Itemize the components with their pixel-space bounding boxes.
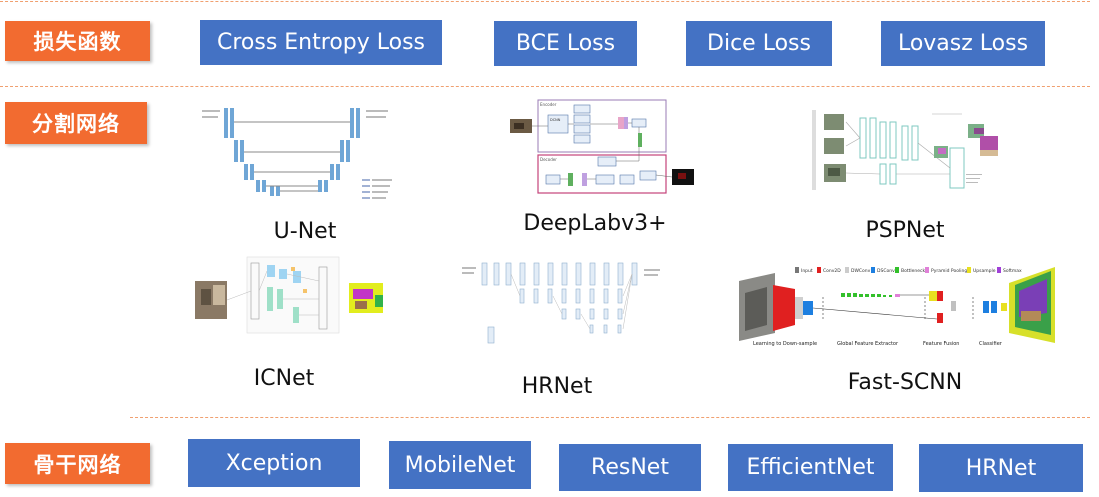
hrnet-seg-caption: HRNet	[521, 374, 593, 399]
deeplab-dcnn-label: DCNN	[550, 118, 561, 122]
legend-input: Input	[801, 268, 813, 274]
legend-pyramid-pooling: Pyramid Pooling	[931, 268, 967, 274]
legend-conv2d: Conv2D	[823, 268, 841, 274]
fastscnn-caption: Fast-SCNN	[847, 370, 963, 395]
legend-dsconv: DSConv	[877, 268, 895, 274]
seg-divider	[130, 417, 1090, 418]
top-divider	[0, 1, 1090, 2]
legend-softmax: Softmax	[1003, 268, 1022, 274]
legend-bottleneck: Bottleneck	[901, 268, 925, 274]
pspnet-caption: PSPNet	[865, 218, 945, 243]
legend-dwconv: DWConv	[851, 268, 871, 274]
backbone-item-efficientnet: EfficientNet	[728, 444, 893, 491]
stage-feature-fusion: Feature Fusion	[923, 341, 959, 347]
unet-caption: U-Net	[273, 219, 337, 244]
deeplabv3plus-diagram: Encoder Decoder DCNN	[508, 97, 698, 197]
loss-item-dice: Dice Loss	[686, 21, 832, 66]
loss-item-bce: BCE Loss	[494, 21, 637, 66]
backbone-category-label: 骨干网络	[5, 443, 150, 484]
fastscnn-diagram: Input Conv2D DWConv DSConv Bottleneck Py…	[737, 263, 1067, 349]
loss-category-label: 损失函数	[5, 21, 150, 61]
hrnet-seg-diagram	[460, 255, 670, 355]
backbone-item-mobilenet: MobileNet	[389, 441, 531, 489]
deeplab-decoder-label: Decoder	[540, 157, 557, 162]
backbone-item-resnet: ResNet	[559, 444, 701, 491]
legend-upsample: Upsample	[973, 268, 996, 274]
backbone-item-xception: Xception	[188, 439, 360, 487]
stage-global-feature-extractor: Global Feature Extractor	[837, 341, 899, 347]
loss-item-lovasz: Lovasz Loss	[881, 21, 1045, 66]
deeplab-encoder-label: Encoder	[540, 102, 557, 107]
stage-learning-to-downsample: Learning to Down-sample	[753, 341, 817, 347]
pspnet-diagram	[812, 108, 1012, 203]
loss-divider	[0, 86, 1090, 87]
loss-item-cross-entropy: Cross Entropy Loss	[200, 20, 442, 65]
backbone-item-hrnet: HRNet	[919, 444, 1083, 492]
seg-category-label: 分割网络	[5, 102, 147, 144]
icnet-caption: ICNet	[253, 366, 315, 391]
unet-diagram	[200, 100, 400, 210]
deeplabv3plus-caption: DeepLabv3+	[523, 211, 667, 236]
stage-classifier: Classifier	[979, 341, 1003, 347]
icnet-diagram	[193, 255, 388, 337]
